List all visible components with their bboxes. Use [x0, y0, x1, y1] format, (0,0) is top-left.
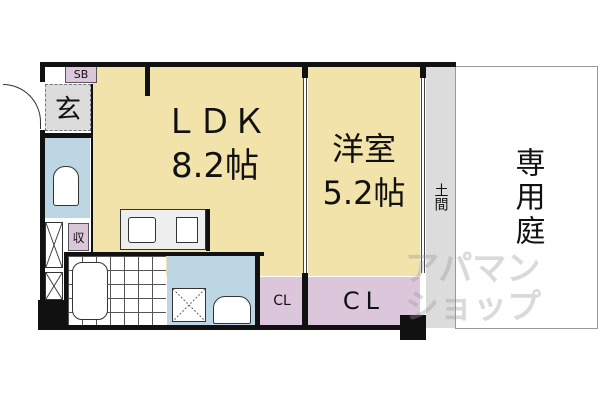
toilet-room — [45, 138, 90, 218]
sliding-door[interactable] — [303, 78, 307, 273]
shoe-box: SB — [65, 66, 97, 83]
wall — [64, 252, 264, 256]
wall — [206, 209, 210, 251]
closet-large: CL — [308, 277, 420, 325]
ldk-label: ＬＤＫ 8.2帖 — [164, 102, 266, 186]
kitchen-counter — [120, 209, 206, 250]
wall — [302, 66, 308, 78]
wall — [420, 66, 426, 78]
storage: 収 — [68, 223, 89, 251]
wall — [40, 62, 45, 82]
wall — [45, 133, 93, 138]
wall — [40, 325, 426, 330]
entrance: 玄 — [45, 84, 91, 131]
bathroom — [68, 256, 166, 326]
washer-space-icon — [172, 288, 206, 322]
sink-icon — [128, 217, 156, 243]
western-room: 洋室 5.2帖 — [308, 66, 420, 276]
private-garden: 専用庭 — [455, 66, 598, 329]
wall — [64, 252, 68, 330]
pipe-space-icon — [45, 272, 63, 300]
wall — [91, 84, 93, 254]
wall — [38, 300, 64, 330]
wall — [255, 252, 260, 330]
wall — [400, 315, 426, 340]
doma: 土間 — [426, 66, 455, 328]
closet-small: CL — [260, 277, 304, 325]
washroom — [167, 256, 259, 326]
washbasin-icon — [213, 296, 251, 324]
toilet-icon — [53, 166, 79, 206]
wall — [40, 130, 45, 325]
pipe-space-icon — [45, 222, 63, 268]
entry-door[interactable] — [3, 84, 41, 129]
bathtub-icon — [72, 262, 108, 320]
watermark-logo: アパマンショップ — [405, 249, 541, 327]
window[interactable] — [421, 78, 425, 273]
stove-icon — [176, 217, 198, 243]
wall — [302, 273, 308, 330]
wall — [40, 62, 456, 67]
wall — [145, 66, 150, 96]
